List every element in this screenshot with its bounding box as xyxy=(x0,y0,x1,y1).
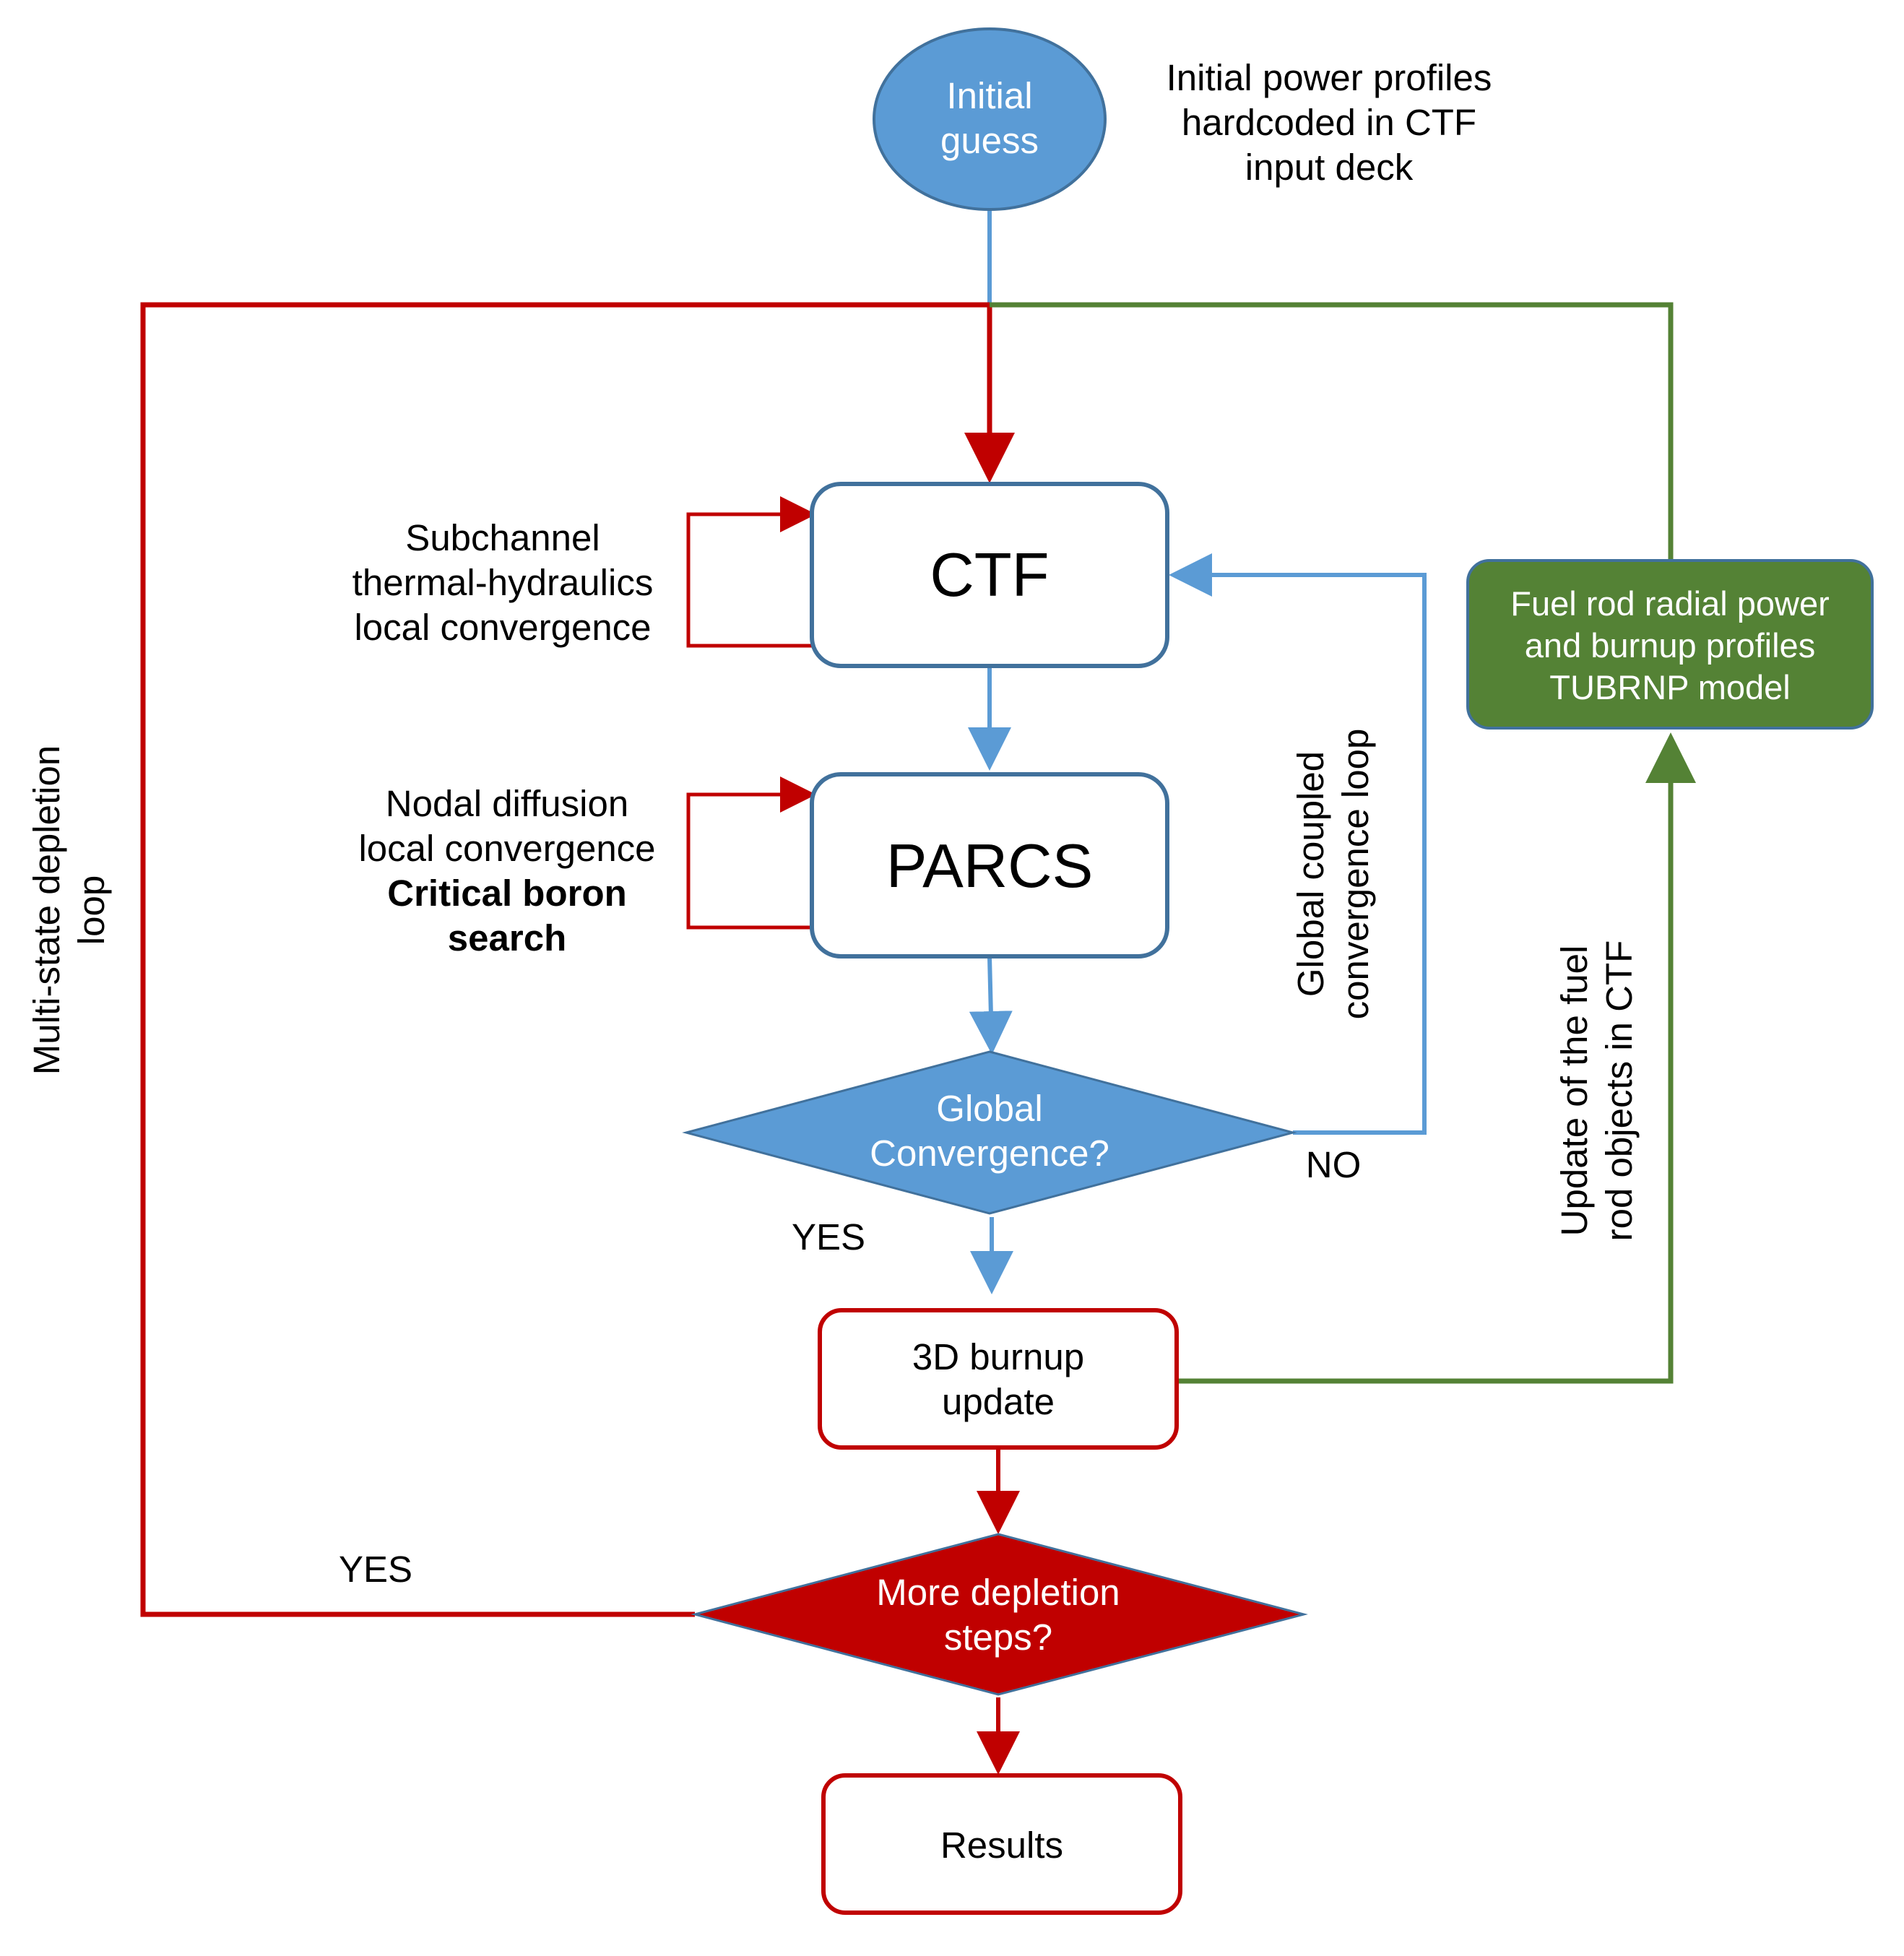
initial-note-line1: Initial power profiles xyxy=(1167,57,1492,98)
global-convergence-line2: Convergence? xyxy=(870,1133,1109,1174)
initial-note-line3: input deck xyxy=(1245,147,1414,188)
burnup-update-line1: 3D burnup xyxy=(912,1336,1084,1377)
yes-depletion-label: YES xyxy=(339,1549,412,1590)
ctf-local-line3: local convergence xyxy=(354,607,651,648)
ctf-local-annotation: Subchannel thermal-hydraulics local conv… xyxy=(352,517,654,648)
parcs-local-line3: Critical boron xyxy=(387,873,627,914)
connector-depletion-loop xyxy=(140,302,1015,1617)
fuel-update-line2: rod objects in CTF xyxy=(1598,940,1640,1242)
parcs-local-line2: local convergence xyxy=(358,828,655,869)
fuel-rod-model-node: Fuel rod radial power and burnup profile… xyxy=(1466,559,1874,730)
fuel-rod-model-line1: Fuel rod radial power xyxy=(1510,584,1830,623)
connector-global-no-loop xyxy=(1169,553,1427,1135)
fuel-rod-model-line2: and burnup profiles xyxy=(1525,626,1815,665)
connector-parcs-local-loop xyxy=(686,776,816,930)
connector-burnup-to-fuel-model xyxy=(1179,732,1696,1384)
ctf-local-line1: Subchannel xyxy=(405,517,600,558)
parcs-node: PARCS xyxy=(810,772,1169,958)
initial-guess-line1: Initial xyxy=(946,75,1032,116)
parcs-local-annotation: Nodal diffusion local convergence Critic… xyxy=(358,783,655,958)
ctf-local-line2: thermal-hydraulics xyxy=(352,562,654,603)
burnup-update-line2: update xyxy=(942,1381,1055,1422)
global-loop-annotation: Global coupled convergence loop xyxy=(1290,729,1376,1020)
depletion-loop-annotation: Multi-state depletion loop xyxy=(26,745,112,1075)
global-convergence-line1: Global xyxy=(936,1088,1042,1129)
more-depletion-line1: More depletion xyxy=(876,1572,1120,1613)
yes-global-label: YES xyxy=(792,1216,865,1258)
initial-note: Initial power profiles hardcoded in CTF … xyxy=(1167,57,1492,188)
fuel-update-line1: Update of the fuel xyxy=(1554,945,1595,1237)
connector-parcs-to-global xyxy=(969,956,1013,1055)
parcs-local-line1: Nodal diffusion xyxy=(386,783,628,824)
results-node: Results xyxy=(821,1773,1182,1915)
depletion-loop-line2: loop xyxy=(71,875,112,945)
global-loop-line1: Global coupled xyxy=(1290,751,1331,997)
initial-guess-line2: guess xyxy=(940,120,1039,161)
parcs-label: PARCS xyxy=(886,832,1094,901)
connector-ctf-local-loop xyxy=(686,496,816,648)
global-convergence-node: Global Convergence? xyxy=(682,1050,1297,1215)
more-depletion-line2: steps? xyxy=(944,1617,1052,1658)
global-loop-line2: convergence loop xyxy=(1335,729,1376,1020)
initial-guess-node: Initial guess xyxy=(873,27,1107,211)
ctf-node: CTF xyxy=(810,482,1169,668)
fuel-update-annotation: Update of the fuel rod objects in CTF xyxy=(1554,940,1640,1242)
fuel-rod-model-line3: TUBRNP model xyxy=(1549,668,1790,706)
ctf-label: CTF xyxy=(930,541,1049,610)
parcs-local-line4: search xyxy=(448,917,566,958)
depletion-loop-line1: Multi-state depletion xyxy=(26,745,67,1075)
no-label: NO xyxy=(1306,1144,1362,1185)
initial-note-line2: hardcoded in CTF xyxy=(1182,102,1476,143)
more-depletion-node: More depletion steps? xyxy=(691,1533,1308,1696)
results-label: Results xyxy=(940,1825,1063,1866)
connector-fuel-model-to-top xyxy=(990,302,1674,561)
burnup-update-node: 3D burnup update xyxy=(818,1308,1179,1450)
